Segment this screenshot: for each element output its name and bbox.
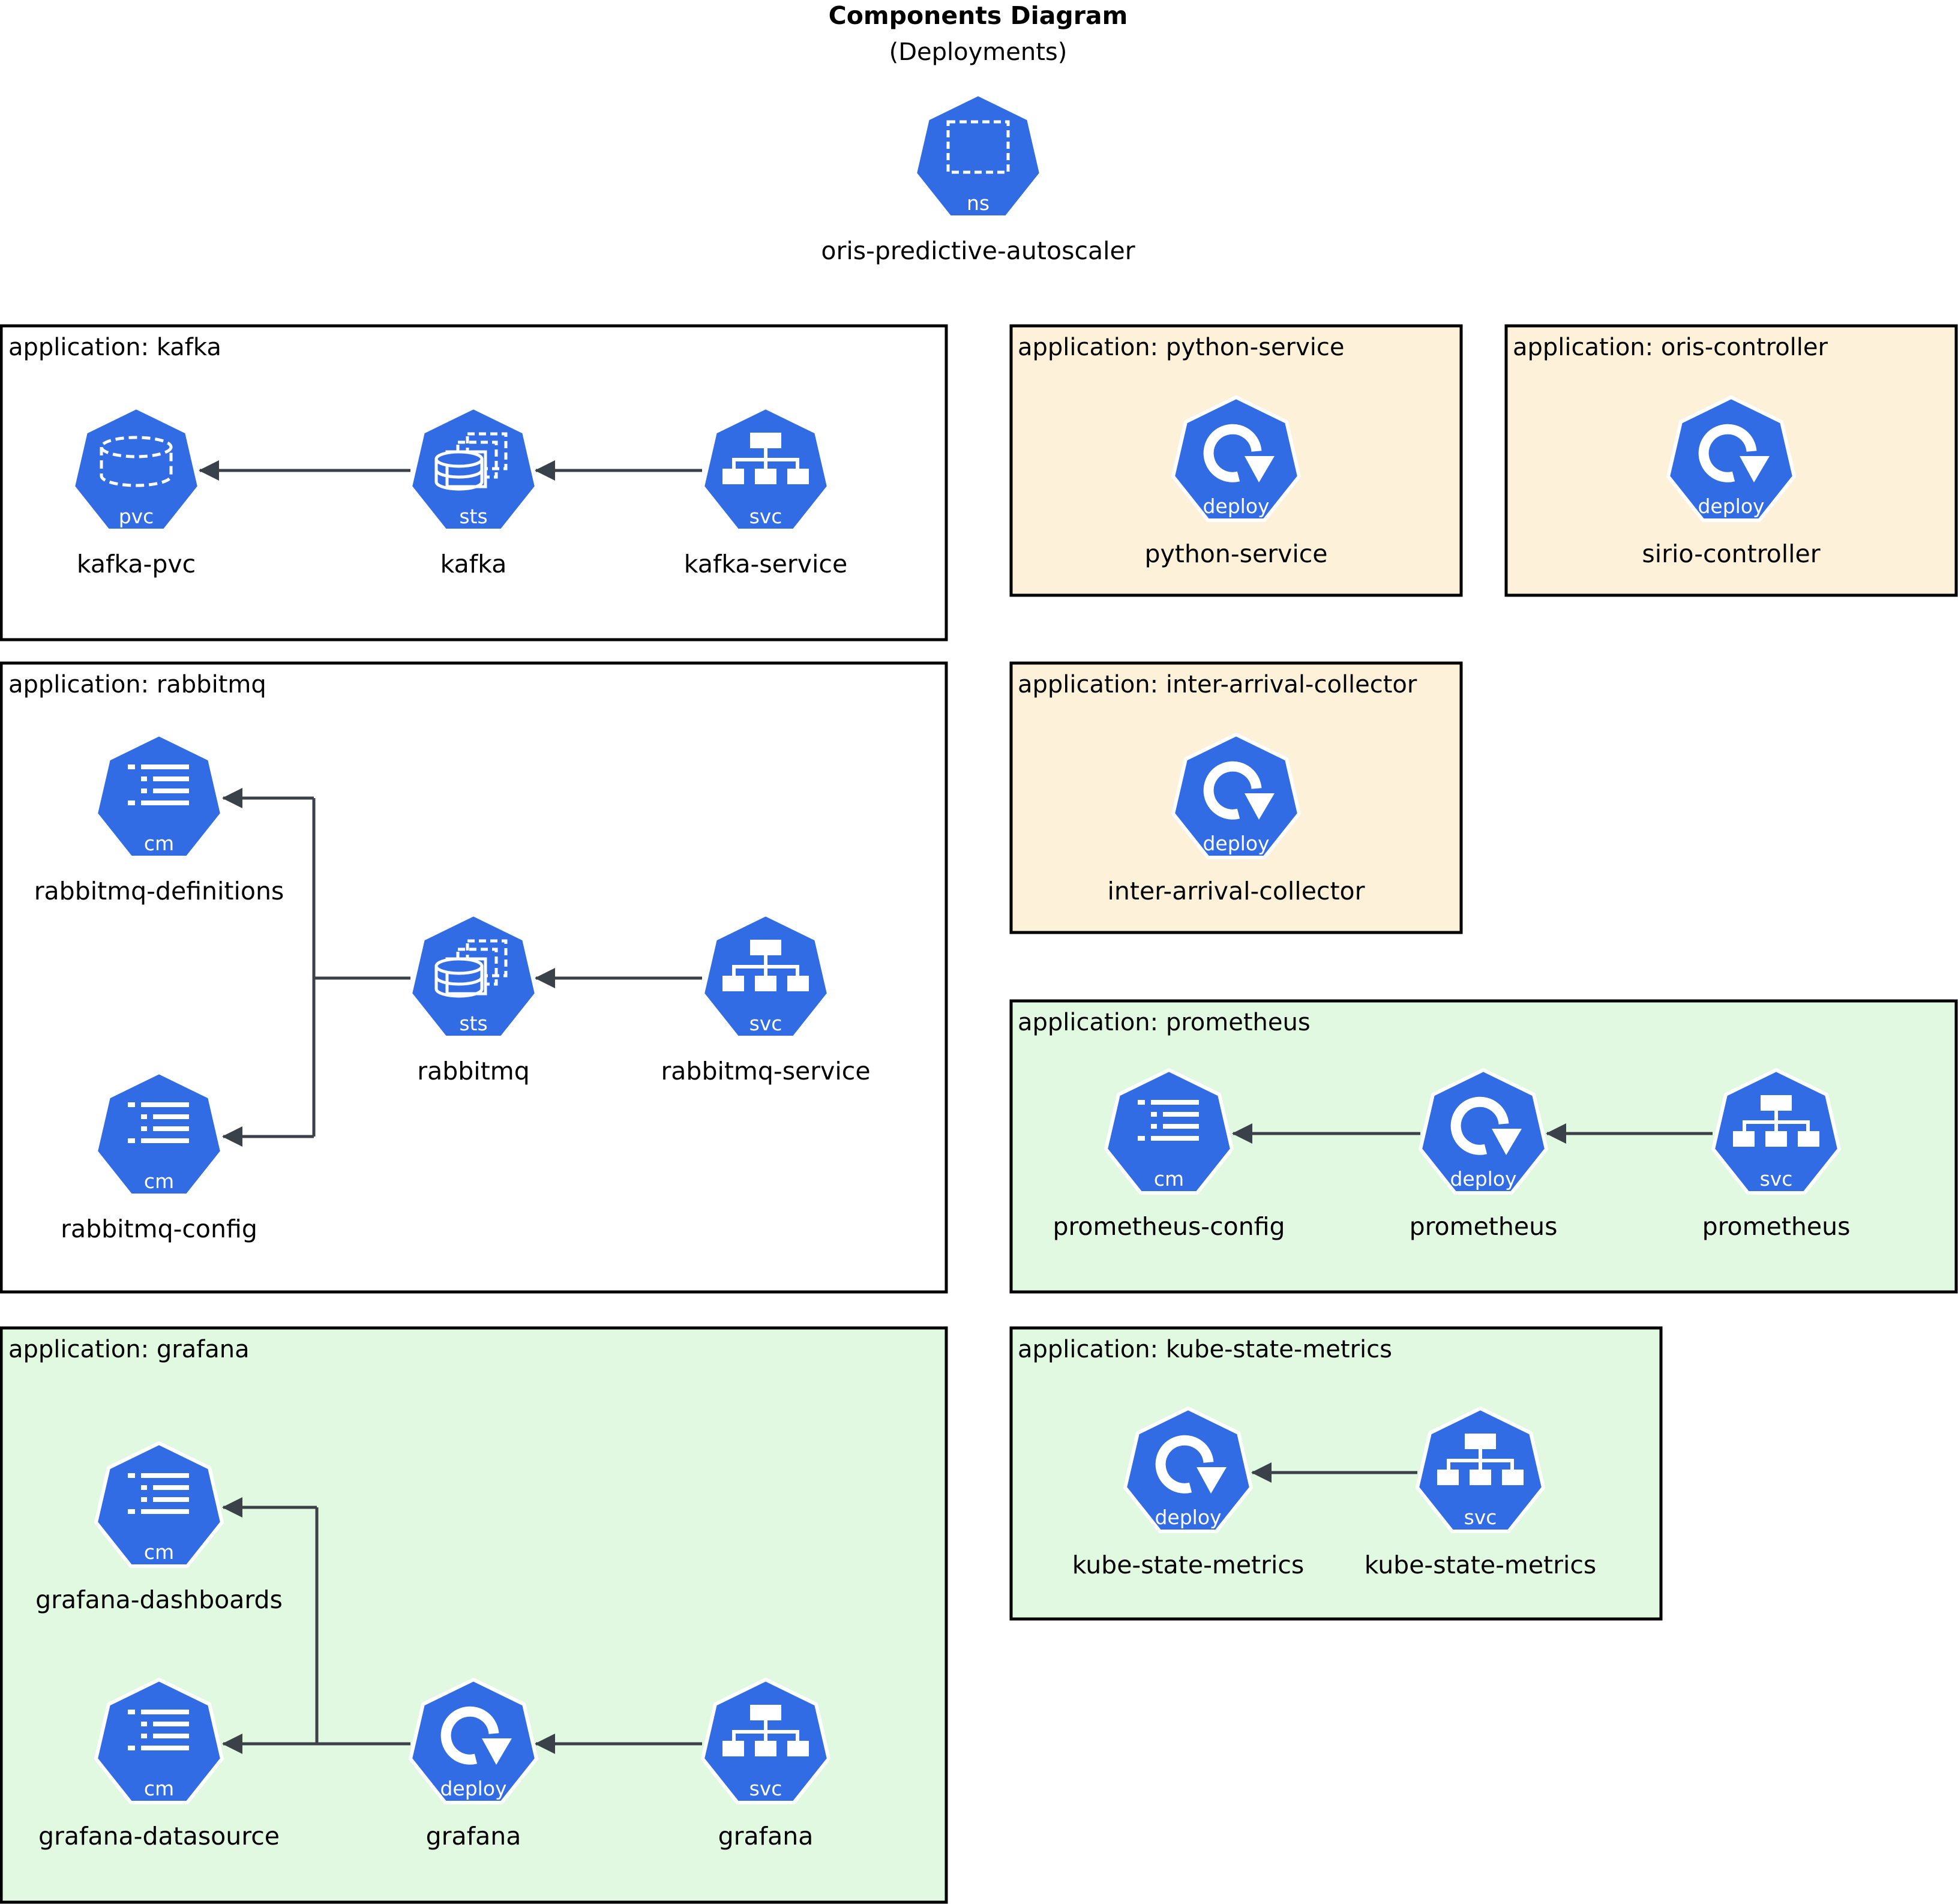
group-python-label: application: python-service (1018, 334, 1344, 361)
node-kafka-svc-label: kafka-service (684, 550, 847, 578)
node-badge: cm (144, 1777, 174, 1800)
namespace-label: oris-predictive-autoscaler (821, 236, 1135, 265)
node-grafana-svc[interactable]: svc (703, 1680, 829, 1803)
node-grafana-deploy[interactable]: deploy (410, 1680, 536, 1803)
group-kafka-label: application: kafka (8, 334, 221, 361)
group-grafana: application: grafana cm grafana-dashboar… (0, 1326, 948, 1904)
group-rabbitmq-label: application: rabbitmq (8, 671, 266, 698)
node-badge: svc (749, 1777, 782, 1800)
node-kafka-sts[interactable]: sts (410, 407, 536, 530)
group-prometheus: application: prometheus cm prometheus-co… (1009, 999, 1958, 1294)
node-badge: deploy (1698, 494, 1764, 518)
node-badge: cm (144, 832, 174, 855)
node-badge: deploy (1203, 494, 1269, 518)
group-kafka: application: kafka pvc kafka-pvc sts kaf… (0, 324, 948, 641)
node-kafka-pvc[interactable]: pvc (73, 407, 199, 530)
node-badge: deploy (440, 1777, 506, 1800)
node-grafana-datasource[interactable]: cm (96, 1680, 222, 1803)
node-grafana-svc-label: grafana (718, 1822, 814, 1851)
group-ksm-label: application: kube-state-metrics (1018, 1336, 1392, 1363)
node-prometheus-svc[interactable]: svc (1713, 1070, 1839, 1193)
namespace-node[interactable]: ns (915, 94, 1041, 217)
group-grafana-label: application: grafana (8, 1336, 250, 1363)
node-kafka-svc[interactable]: svc (703, 407, 829, 530)
group-inter-label: application: inter-arrival-collector (1018, 671, 1417, 698)
group-prometheus-label: application: prometheus (1018, 1009, 1311, 1036)
node-badge: deploy (1450, 1167, 1516, 1191)
node-badge: sts (459, 505, 487, 528)
node-rabbitmq-sts-label: rabbitmq (417, 1057, 529, 1086)
node-prometheus-deploy-label: prometheus (1410, 1212, 1558, 1241)
diagram-subtitle: (Deployments) (889, 38, 1068, 66)
node-badge: svc (1464, 1506, 1497, 1529)
node-oris-deploy[interactable]: deploy (1668, 397, 1794, 520)
group-python-service: application: python-service deploy pytho… (1009, 324, 1463, 597)
node-badge: svc (749, 505, 782, 528)
node-oris-deploy-label: sirio-controller (1642, 539, 1820, 568)
node-badge: svc (1760, 1167, 1793, 1191)
node-prometheus-cm[interactable]: cm (1106, 1070, 1232, 1193)
node-badge: svc (749, 1012, 782, 1035)
namespace-badge: ns (967, 191, 990, 215)
node-prometheus-cm-label: prometheus-config (1053, 1212, 1285, 1241)
node-kafka-pvc-label: kafka-pvc (77, 550, 196, 578)
node-grafana-dashboards-label: grafana-dashboards (35, 1585, 283, 1614)
node-inter-deploy-label: inter-arrival-collector (1108, 877, 1365, 905)
node-rabbitmq-sts[interactable]: sts (410, 914, 536, 1038)
group-oris-controller: application: oris-controller deploy siri… (1504, 324, 1958, 597)
node-rabbitmq-config[interactable]: cm (96, 1072, 222, 1195)
node-badge: pvc (119, 505, 154, 528)
node-ksm-svc[interactable]: svc (1417, 1408, 1543, 1531)
group-kube-state-metrics: application: kube-state-metrics deploy k… (1009, 1326, 1663, 1621)
node-grafana-datasource-label: grafana-datasource (38, 1822, 280, 1851)
node-badge: cm (1154, 1167, 1184, 1191)
node-prometheus-svc-label: prometheus (1702, 1212, 1851, 1241)
group-rabbitmq: application: rabbitmq cm rabbitmq-defini… (0, 661, 948, 1294)
node-rabbitmq-definitions-label: rabbitmq-definitions (34, 877, 284, 905)
node-ksm-deploy-label: kube-state-metrics (1072, 1551, 1305, 1579)
node-python-deploy[interactable]: deploy (1173, 397, 1299, 520)
node-prometheus-deploy[interactable]: deploy (1420, 1070, 1546, 1193)
node-rabbitmq-svc-label: rabbitmq-service (661, 1057, 870, 1086)
node-rabbitmq-config-label: rabbitmq-config (61, 1215, 257, 1243)
node-ksm-deploy[interactable]: deploy (1125, 1408, 1251, 1531)
node-rabbitmq-definitions[interactable]: cm (96, 734, 222, 857)
node-kafka-sts-label: kafka (440, 550, 507, 578)
group-inter-arrival-collector: application: inter-arrival-collector dep… (1009, 661, 1463, 934)
node-grafana-dashboards[interactable]: cm (96, 1443, 222, 1566)
node-inter-deploy[interactable]: deploy (1173, 734, 1299, 857)
node-badge: cm (144, 1540, 174, 1564)
node-ksm-svc-label: kube-state-metrics (1365, 1551, 1597, 1579)
node-badge: deploy (1203, 832, 1269, 855)
node-grafana-deploy-label: grafana (426, 1822, 521, 1851)
node-rabbitmq-svc[interactable]: svc (703, 914, 829, 1038)
node-badge: cm (144, 1170, 174, 1193)
group-oris-label: application: oris-controller (1513, 334, 1828, 361)
node-python-deploy-label: python-service (1144, 539, 1327, 568)
diagram-title: Components Diagram (829, 1, 1128, 30)
node-badge: sts (459, 1012, 487, 1035)
node-badge: deploy (1155, 1506, 1221, 1529)
